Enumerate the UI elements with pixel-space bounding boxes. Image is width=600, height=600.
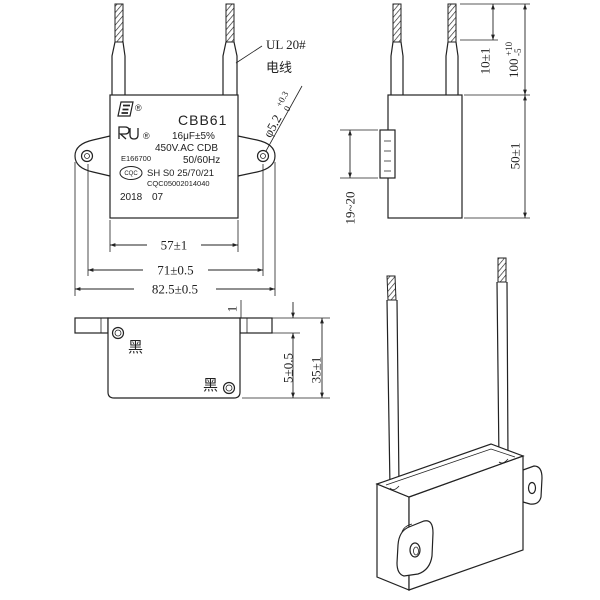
ear-position-label: 19~20 — [343, 191, 358, 224]
nameplate: ® CBB61 ® 16μF±5% 450V.AC CDB E166700 50… — [117, 101, 227, 203]
side-left-lead-strand — [392, 3, 402, 43]
brand-logo-icon — [117, 101, 134, 117]
hole-diameter-label: φ5.2 +0.3 0 — [260, 89, 293, 140]
side-mounting-ear — [379, 129, 396, 179]
iso-right-ear-hole — [527, 481, 537, 495]
side-right-lead-insulation — [445, 41, 459, 95]
body-thickness-label: 35±1 — [309, 357, 324, 384]
iso-right-ear — [522, 465, 543, 505]
body-height-label: 50±1 — [508, 143, 523, 170]
right-mounting-ear — [237, 135, 276, 177]
cqc-certificate-label: CQC05002014040 — [147, 179, 210, 188]
climatic-class-label: SH S0 25/70/21 — [147, 168, 214, 179]
front-right-lead-strand — [225, 3, 235, 43]
front-view: ® CBB61 ® 16μF±5% 450V.AC CDB E166700 50… — [74, 3, 306, 297]
capacitance-label: 16μF±5% — [172, 131, 215, 142]
lead-length-lower-tolerance: -5 — [513, 48, 523, 56]
ur-mark-icon — [118, 126, 139, 140]
date-month: 07 — [152, 192, 164, 203]
ul-file-number: E166700 — [121, 154, 151, 163]
body-width-label: 57±1 — [161, 238, 188, 253]
right-mounting-hole-inner — [260, 153, 266, 159]
terminal-1-inner — [114, 329, 122, 337]
side-left-lead — [390, 3, 404, 95]
iso-left-ear-hole-inner — [413, 546, 419, 556]
side-ear-hidden-lines — [384, 140, 391, 172]
lead-callout-leader — [235, 45, 263, 64]
ear-thickness-label: 1 — [225, 306, 240, 313]
terminal-2-inner — [225, 384, 233, 392]
side-left-lead-insulation — [390, 41, 404, 95]
side-body-outline — [387, 94, 463, 219]
lead-length-value: 100 — [506, 59, 521, 79]
side-extension-lines — [340, 3, 530, 219]
terminal-2-outer — [222, 381, 236, 395]
iso-right-lead-strand — [497, 257, 507, 283]
front-body-outline — [109, 94, 239, 219]
side-right-lead — [445, 3, 459, 95]
ear-offset-label: 5±0.5 — [281, 353, 296, 383]
cqc-logo-icon: CQC — [119, 166, 143, 180]
date-year: 2018 — [120, 192, 143, 203]
iso-top-rim — [385, 448, 516, 486]
model-label: CBB61 — [178, 112, 227, 128]
lead-name-label: 电线 — [266, 61, 292, 76]
bottom-view: 黑 黑 1 5±0.5 35±1 — [74, 300, 330, 399]
hole-callout-leader — [265, 85, 303, 152]
lead-gauge-label: UL 20# — [266, 37, 306, 52]
terminal-2-mark: 黑 — [203, 376, 218, 394]
iso-left-ear-edge — [401, 523, 413, 533]
hole-lower-tolerance: 0 — [282, 104, 293, 113]
bottom-body-outline — [107, 317, 241, 399]
left-mounting-ear — [74, 135, 111, 177]
terminal-1-outer — [111, 326, 125, 340]
iso-left-lead-insulation — [386, 299, 400, 489]
hole-diameter-value: φ5.2 — [260, 112, 285, 140]
iso-lead-entries — [389, 458, 509, 490]
iso-left-lead — [386, 275, 400, 489]
hole-pitch-label: 71±0.5 — [157, 263, 193, 278]
left-mounting-hole — [80, 149, 94, 163]
front-left-lead-insulation — [111, 41, 126, 95]
overall-length-label: 82.5±0.5 — [152, 282, 198, 297]
isometric-view — [375, 257, 543, 591]
frequency-label: 50/60Hz — [183, 155, 220, 166]
bottom-right-tab — [239, 317, 273, 334]
front-dimensions: 57±1 71±0.5 82.5±0.5 — [74, 162, 276, 297]
iso-right-lead — [496, 257, 509, 463]
bottom-left-tab — [74, 317, 109, 334]
registered-mark-top: ® — [135, 103, 142, 113]
front-left-lead-strand — [114, 3, 124, 43]
cqc-logo-text: CQC — [124, 171, 138, 177]
strip-length-label: 10±1 — [478, 48, 493, 75]
iso-left-ear-hole — [409, 542, 421, 558]
terminal-1-mark: 黑 — [128, 338, 143, 356]
extension-lines — [74, 162, 276, 296]
side-view: 10±1 100 +10 -5 50±1 19~20 — [340, 3, 530, 225]
iso-left-ear — [396, 520, 434, 577]
right-mounting-hole — [256, 149, 270, 163]
front-right-lead-insulation — [222, 41, 238, 95]
lead-length-upper-tolerance: +10 — [504, 41, 514, 56]
iso-left-lead-strand — [386, 275, 397, 301]
registered-mark-ul: ® — [143, 131, 150, 141]
iso-top-face — [375, 443, 525, 498]
left-mounting-hole-inner — [84, 153, 90, 159]
front-left-lead — [111, 3, 126, 95]
lead-length-label: 100 +10 -5 — [504, 41, 523, 78]
side-right-lead-strand — [447, 3, 457, 43]
iso-right-lead-insulation — [496, 281, 509, 463]
front-right-lead — [222, 3, 238, 95]
voltage-label: 450V.AC CDB — [155, 143, 218, 154]
bottom-extension-lines — [240, 300, 330, 399]
